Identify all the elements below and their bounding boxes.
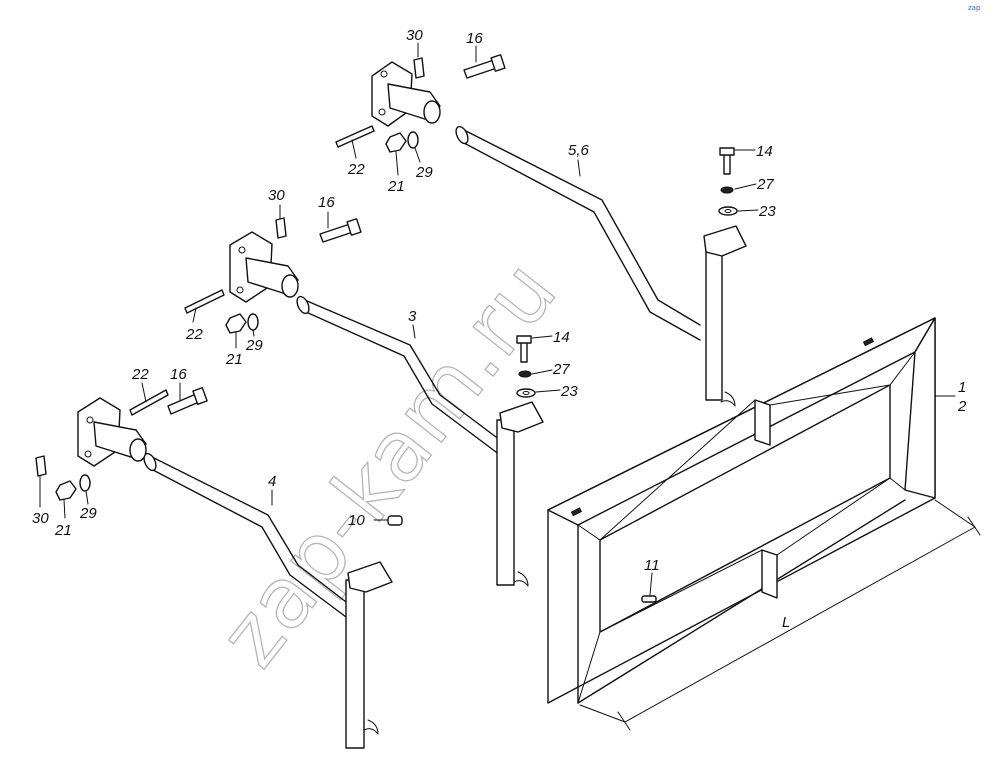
label-4: 4 — [268, 473, 276, 490]
label-1: 1 — [958, 379, 966, 396]
dimension-label-L: L — [782, 614, 790, 631]
label-30-lower: 30 — [32, 510, 49, 527]
label-21-upper: 21 — [387, 178, 405, 195]
tube-5-6 — [455, 125, 747, 407]
fasteners-middle — [184, 217, 362, 334]
part-labels: 30 16 22 21 29 30 16 22 21 29 22 16 30 2… — [32, 27, 967, 631]
frame-assembly — [547, 317, 981, 731]
tube-4 — [143, 452, 393, 749]
label-10: 10 — [348, 512, 365, 529]
label-16-lower: 16 — [170, 366, 187, 383]
frame-right-edge — [904, 317, 936, 499]
label-22-middle: 22 — [185, 326, 203, 343]
label-27-upper: 27 — [756, 176, 774, 193]
corner-mark: zap — [968, 4, 981, 12]
pin-11 — [641, 595, 657, 603]
label-29-middle: 29 — [245, 337, 263, 354]
frame-seam-upper — [754, 399, 771, 446]
label-29-lower: 29 — [79, 505, 97, 522]
label-21-lower: 21 — [54, 522, 72, 539]
fasteners-lower — [35, 387, 403, 526]
label-5-6: 5,6 — [568, 142, 590, 159]
label-30-upper: 30 — [406, 27, 423, 44]
label-21-middle: 21 — [225, 351, 243, 368]
label-29-upper: 29 — [415, 164, 433, 181]
bracket-middle — [229, 231, 299, 303]
label-23-middle: 23 — [560, 383, 578, 400]
watermark-text: zap-kam.ru — [201, 242, 576, 684]
hardware-right-middle — [516, 335, 536, 398]
label-14-upper: 14 — [756, 143, 773, 160]
tube-3 — [296, 295, 544, 587]
label-16-middle: 16 — [318, 194, 335, 211]
fasteners-upper — [335, 54, 506, 153]
bracket-lower — [77, 397, 147, 467]
label-14-middle: 14 — [553, 329, 570, 346]
label-3: 3 — [408, 308, 417, 325]
frame-seam-lower — [761, 549, 778, 599]
label-22-upper: 22 — [347, 161, 365, 178]
label-23-upper: 23 — [758, 203, 776, 220]
leader-lines — [39, 42, 956, 596]
label-11: 11 — [644, 557, 660, 574]
label-22-lower: 22 — [131, 366, 149, 383]
hardware-right-upper — [718, 147, 738, 216]
label-2: 2 — [957, 398, 967, 415]
bracket-upper — [371, 61, 441, 127]
label-30-middle: 30 — [268, 187, 285, 204]
label-16-upper: 16 — [466, 30, 483, 47]
label-27-middle: 27 — [552, 361, 570, 378]
